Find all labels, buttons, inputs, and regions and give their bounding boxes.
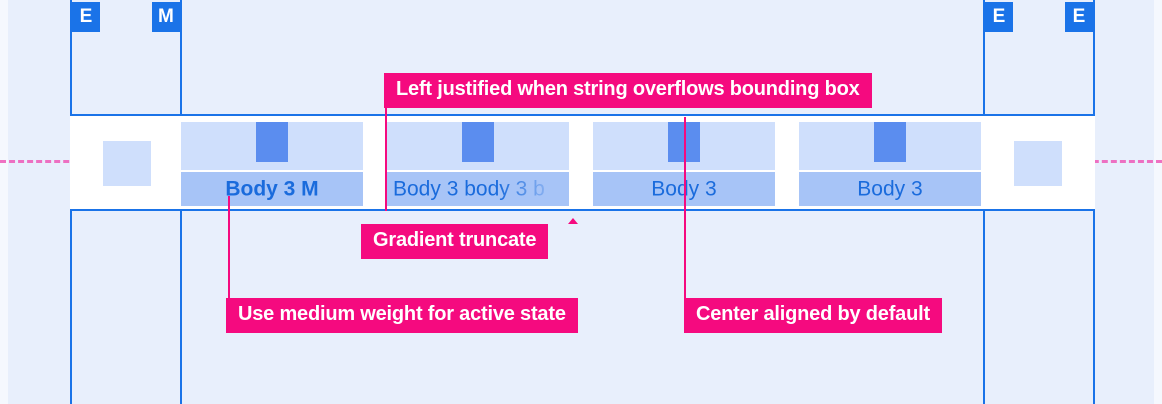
- page-edge-right: [1154, 0, 1162, 404]
- tab-active[interactable]: Body 3 M: [181, 122, 363, 206]
- tab-label-text: Body 3 body 3 b: [393, 177, 545, 201]
- leading-spacer-chip: [103, 141, 151, 186]
- tab-default-b[interactable]: Body 3: [799, 122, 981, 206]
- tab-icon-slot: [387, 122, 569, 170]
- center-aligned-note: Center aligned by default: [684, 298, 942, 333]
- tab-label-text: Body 3: [857, 177, 923, 201]
- guide-badge-m-1: M: [152, 2, 180, 32]
- tab-icon-placeholder-icon: [256, 122, 288, 162]
- tab-label-slot: Body 3: [799, 172, 981, 206]
- left-justified-note: Left justified when string overflows bou…: [384, 73, 872, 108]
- gradient-truncate-note-notch: [568, 218, 578, 224]
- center-aligned-note-leader-line: [684, 117, 686, 300]
- tab-bar-band: Body 3 M Body 3 body 3 b Body 3 Body 3: [70, 114, 1095, 211]
- page-edge-left: [0, 0, 8, 404]
- tab-icon-placeholder-icon: [874, 122, 906, 162]
- gradient-truncate-note: Gradient truncate: [361, 224, 549, 259]
- tab-label-slot: Body 3 body 3 b: [387, 172, 569, 206]
- tab-label-slot: Body 3 M: [181, 172, 363, 206]
- left-justified-note-leader-line: [385, 104, 387, 211]
- tab-icon-placeholder-icon: [462, 122, 494, 162]
- guide-badge-e-0: E: [72, 2, 100, 32]
- tab-label-text: Body 3 M: [225, 177, 319, 201]
- tab-overflow[interactable]: Body 3 body 3 b: [387, 122, 569, 206]
- trailing-spacer-chip: [1014, 141, 1062, 186]
- tab-icon-slot: [181, 122, 363, 170]
- tab-icon-slot: [799, 122, 981, 170]
- tab-label-text: Body 3: [651, 177, 717, 201]
- guide-badge-e-2: E: [985, 2, 1013, 32]
- medium-weight-note: Use medium weight for active state: [226, 298, 578, 333]
- guide-badge-e-3: E: [1065, 2, 1093, 32]
- medium-weight-note-leader-line: [228, 196, 230, 300]
